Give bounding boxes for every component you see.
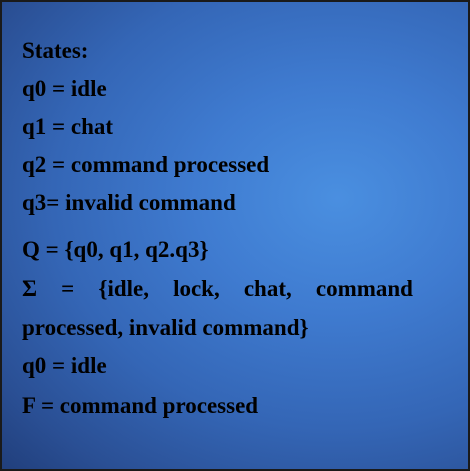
alphabet-definition-line2: processed, invalid command} [22,315,309,340]
alphabet-symbol-lock: lock, [173,276,220,301]
sigma-symbol: Σ [22,276,38,301]
equals-sign: = [61,276,75,301]
alphabet-symbol-command: command [315,276,413,301]
alphabet-definition-line1: Σ = {idle, lock, chat, command [22,274,413,304]
alphabet-symbol-chat: chat, [243,276,292,301]
state-q1-definition: q1 = chat [22,114,114,139]
final-state-definition: F = command processed [22,393,259,418]
state-set-definition: Q = {q0, q1, q2.q3} [22,237,209,262]
state-q2-definition: q2 = command processed [22,152,270,177]
state-q3-definition: q3= invalid command [22,190,236,215]
states-heading: States: [22,38,89,63]
start-state-definition: q0 = idle [22,353,107,378]
alphabet-symbol-idle: {idle, [98,276,149,301]
state-q0-definition: q0 = idle [22,76,107,101]
